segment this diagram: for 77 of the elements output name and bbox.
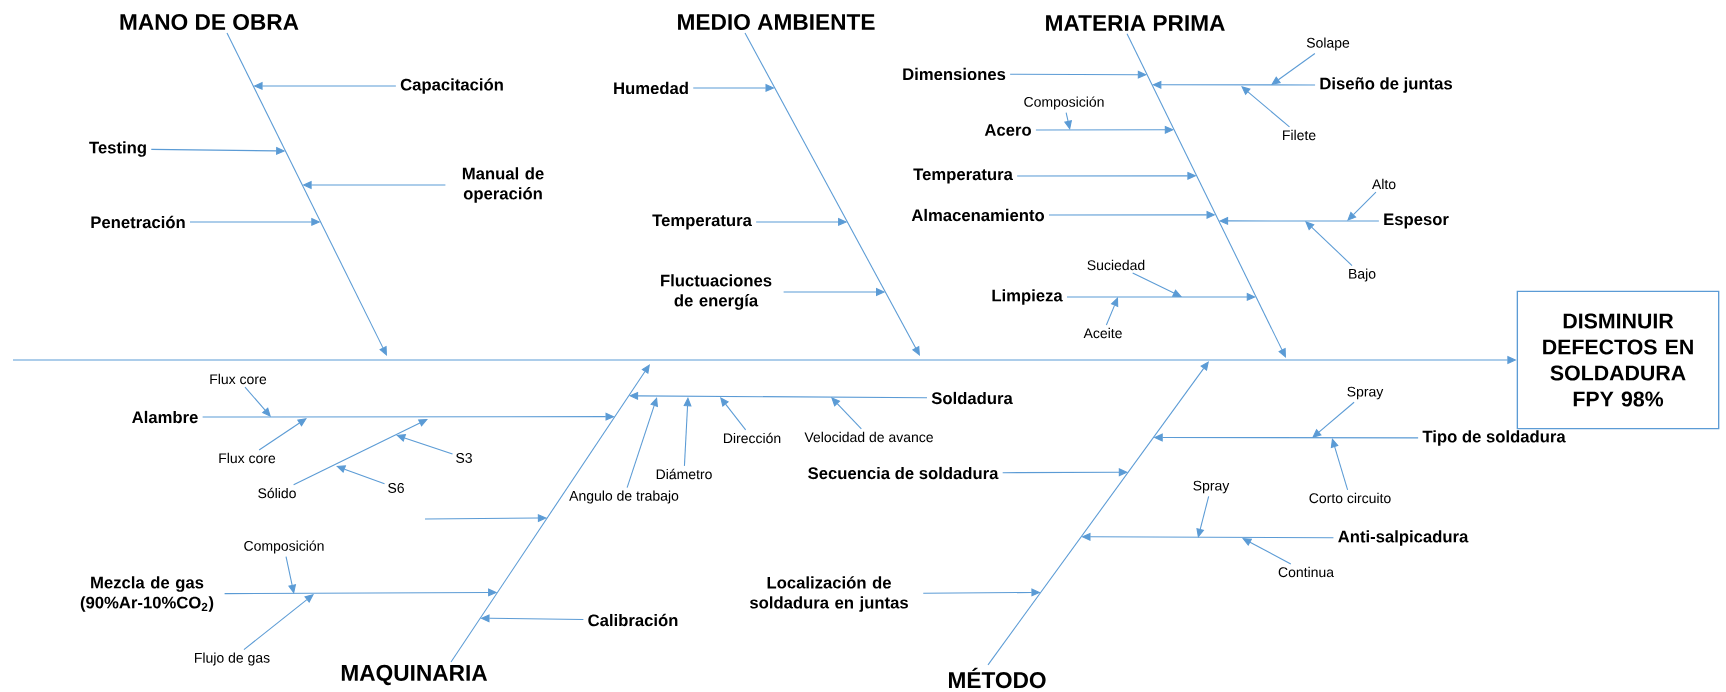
arrow [720, 397, 747, 431]
arrow [1330, 438, 1349, 491]
arrow [1241, 86, 1290, 128]
sub-cause-label: Flujo de gas [195, 652, 270, 666]
arrow [202, 412, 615, 421]
arrow [1305, 221, 1353, 267]
cause-label: Humedad [614, 81, 688, 95]
sub-cause-label: Sólido [258, 487, 296, 499]
cause-label: Temperatura [913, 168, 1013, 184]
arrow [1312, 401, 1355, 438]
sub-cause-label: Alto [1372, 178, 1396, 190]
cause-label: Fluctuaciones de energía [661, 274, 772, 310]
category-label: MÉTODO [949, 667, 1046, 689]
arrow [1271, 52, 1316, 85]
sub-cause-label: Angulo de trabajo [569, 490, 679, 504]
cause-label: Almacenamiento [911, 208, 1045, 222]
sub-cause-label: Filete [1283, 129, 1316, 141]
cause-label: Penetración [91, 215, 185, 229]
arrow [987, 361, 1209, 666]
cause-label: Mezcla de gas (90%Ar-10%CO$_{2}$) [80, 576, 214, 612]
sub-cause-label: S3 [456, 453, 472, 463]
sub-cause-label: Diámetro [656, 468, 712, 480]
arrow [1196, 495, 1210, 538]
cause-label: Acero [984, 124, 1031, 136]
sub-cause-label: Spray [1347, 386, 1384, 400]
cause-label: Soldadura [931, 391, 1013, 405]
arrow [744, 32, 920, 356]
arrow [1126, 33, 1286, 358]
cause-label: Anti-salpicadura [1338, 530, 1469, 546]
arrow [1242, 538, 1292, 565]
cause-label: Alambre [132, 410, 198, 424]
arrow [336, 465, 386, 485]
arrow [226, 32, 387, 356]
cause-label: Limpieza [992, 289, 1063, 305]
category-label: MANO DE OBRA [120, 13, 299, 31]
cause-label: Testing [89, 141, 146, 157]
sub-cause-label: Composición [244, 540, 324, 554]
sub-cause-label: Dirección [724, 432, 781, 444]
sub-cause-label: Flux core [210, 373, 267, 385]
effect-box: DISMINUIR DEFECTOS EN SOLDADURA FPY 98% [1516, 290, 1720, 430]
arrow [831, 397, 862, 430]
sub-cause-label: S6 [388, 483, 404, 493]
sub-cause-label: Composición [1024, 96, 1104, 110]
category-label: MAQUINARIA [341, 664, 488, 686]
arrow [683, 397, 692, 467]
cause-label: Capacitación [400, 78, 503, 94]
arrow [1132, 272, 1182, 297]
arrow [1347, 191, 1377, 221]
cause-label: Secuencia de soldadura [808, 466, 999, 480]
sub-cause-label: Aceite [1083, 327, 1122, 339]
arrow [293, 419, 428, 486]
arrow [1105, 297, 1119, 326]
cause-label: Temperatura [652, 214, 752, 230]
arrow [244, 386, 271, 417]
category-label: MATERIA PRIMA [1046, 15, 1225, 31]
sub-cause-label: Continua [1278, 566, 1334, 578]
arrow [1152, 80, 1316, 89]
sub-cause-label: Flux core [219, 452, 276, 464]
cause-label: Espesor [1384, 213, 1449, 229]
cause-label: Calibración [588, 613, 678, 627]
cause-label: Tipo de soldadura [1422, 430, 1566, 446]
sub-cause-label: Corto circuito [1309, 492, 1391, 504]
category-label: MEDIO AMBIENTE [678, 13, 875, 31]
sub-cause-label: Bajo [1349, 268, 1376, 282]
cause-label: Dimensiones [903, 67, 1006, 81]
arrow [285, 556, 297, 594]
sub-cause-label: Solape [1306, 37, 1350, 51]
arrow [396, 434, 454, 455]
cause-label: Diseño de juntas [1320, 77, 1452, 93]
sub-cause-label: Velocidad de avance [804, 431, 933, 443]
arrow [258, 418, 307, 451]
sub-cause-label: Spray [1193, 480, 1230, 494]
cause-label: Manual de operación [462, 167, 544, 203]
arrow [450, 364, 650, 663]
arrow [243, 594, 314, 651]
cause-label: Localización de soldadura en juntas [749, 576, 908, 612]
sub-cause-label: Suciedad [1087, 259, 1145, 271]
